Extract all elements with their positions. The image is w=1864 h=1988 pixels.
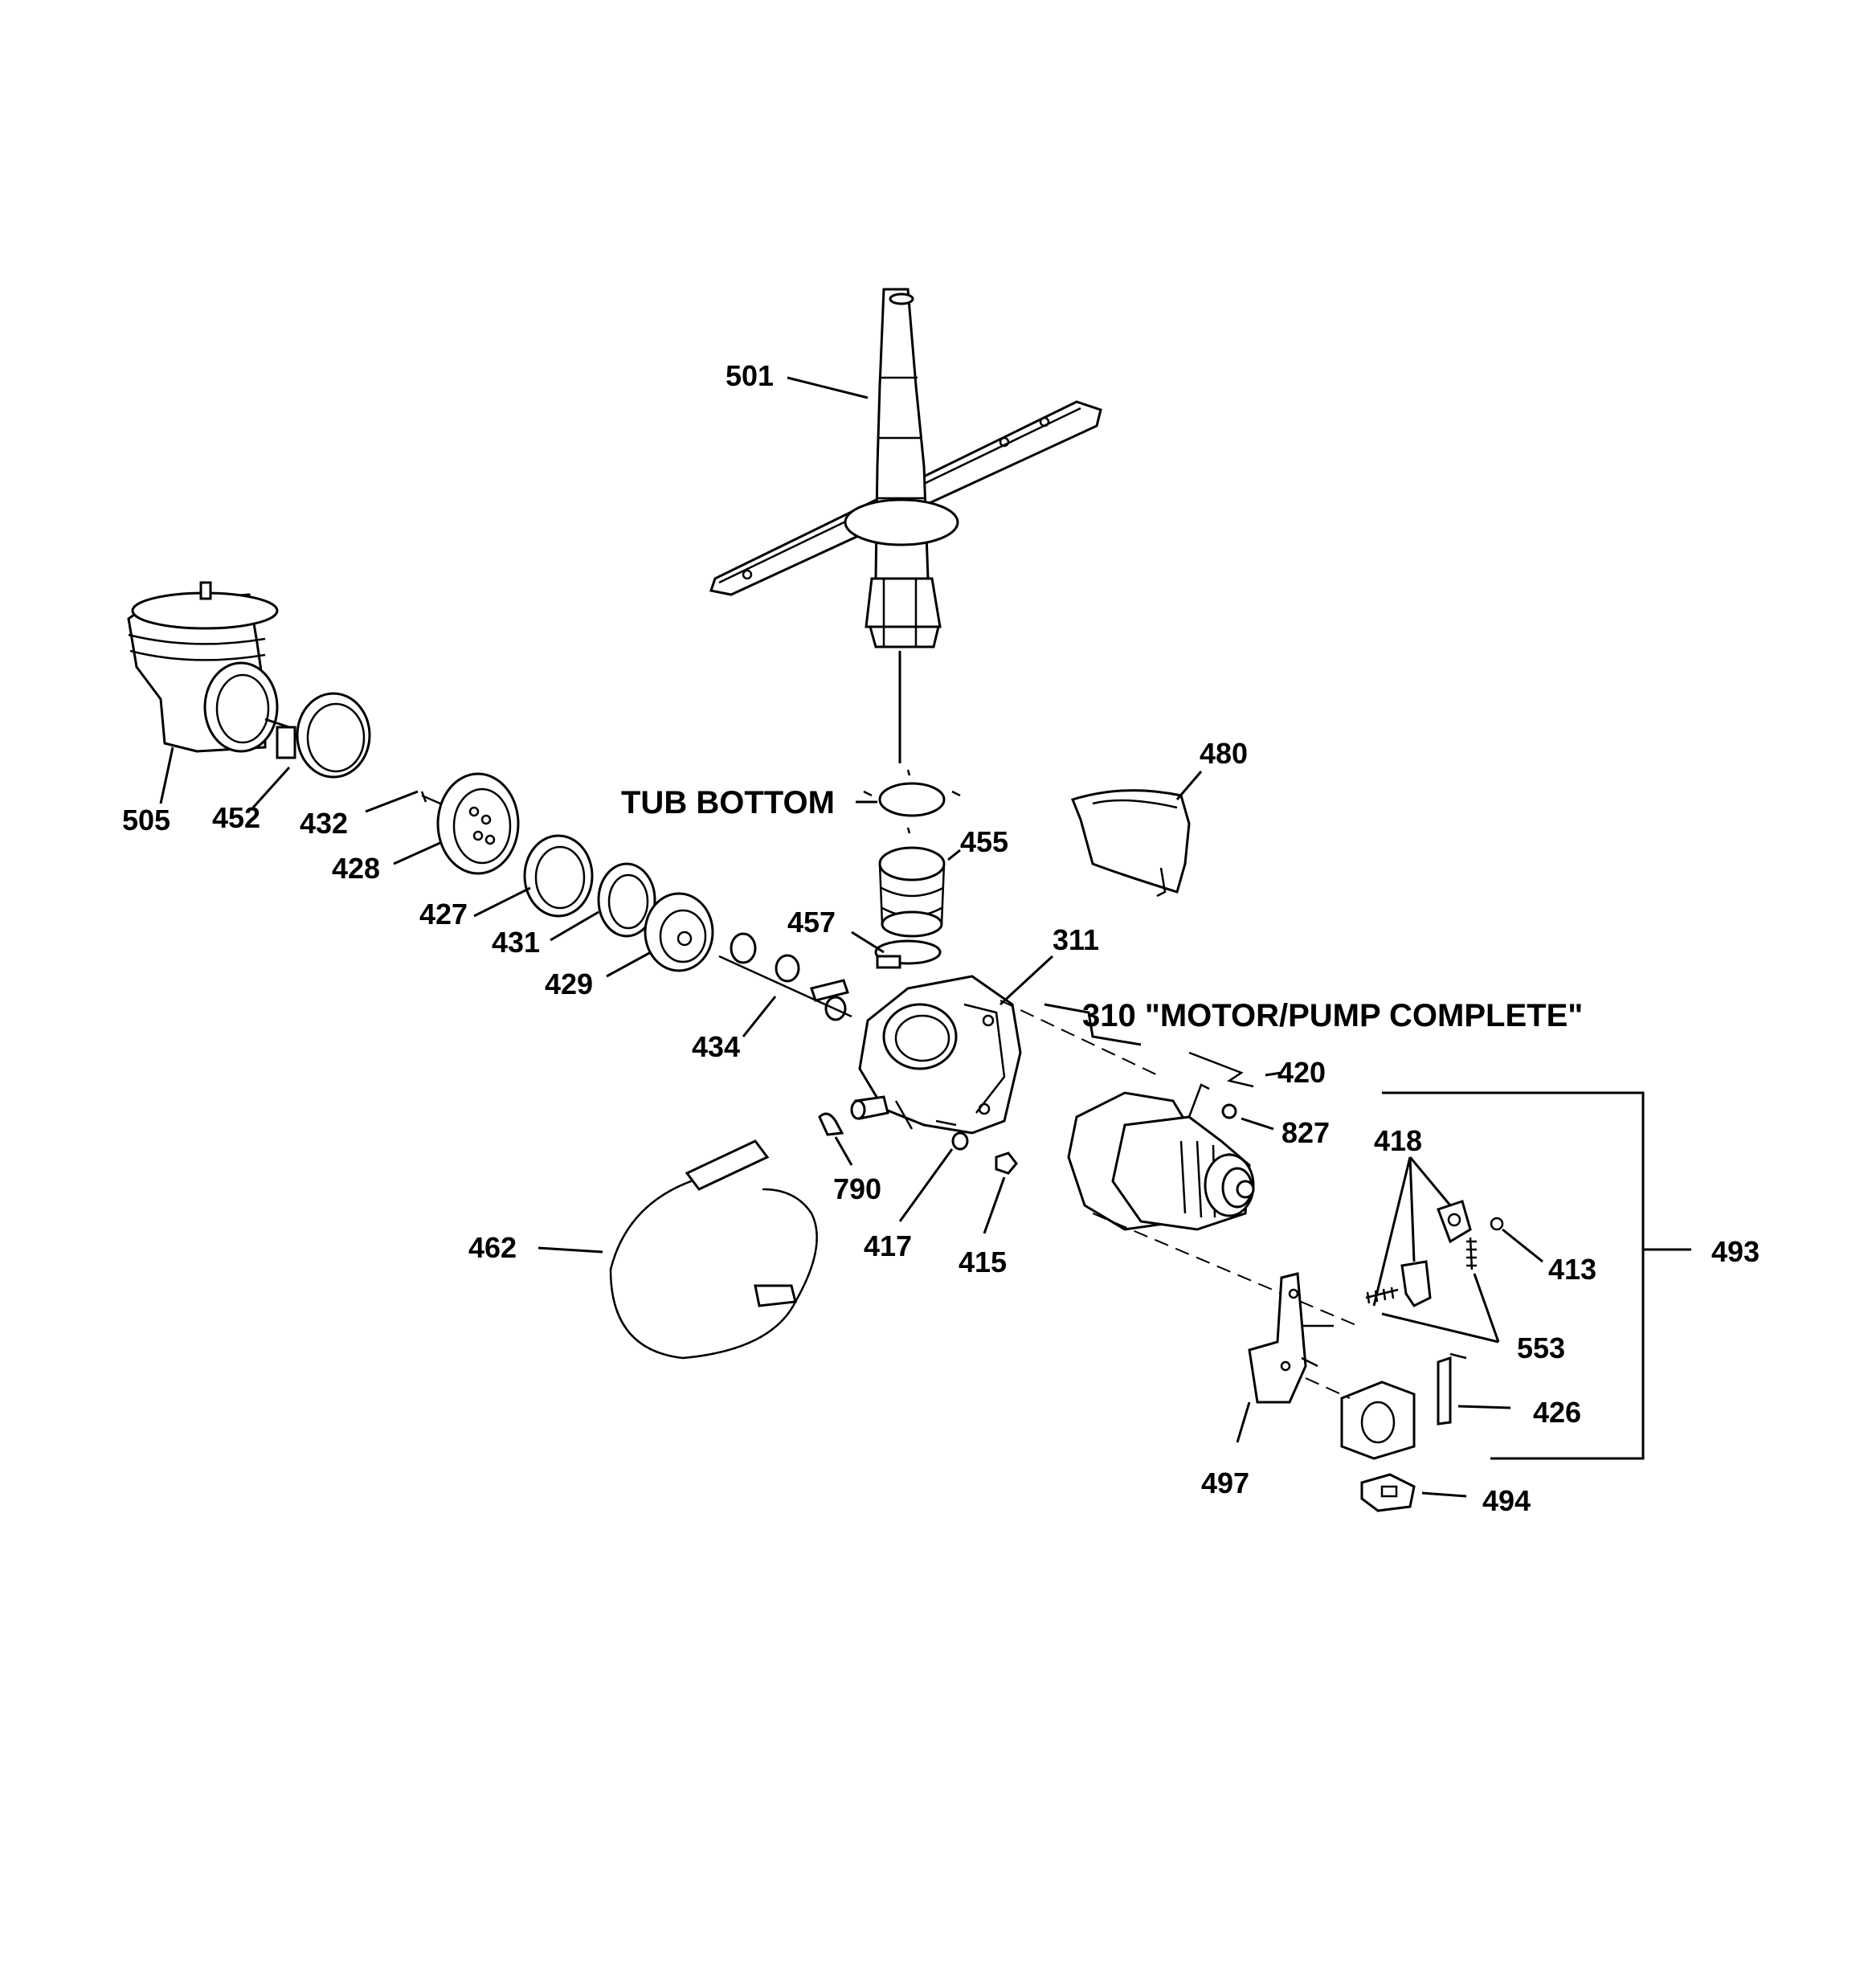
part-solenoid — [1340, 1381, 1416, 1460]
part-427-gasket — [523, 834, 594, 918]
part-429-impeller — [644, 892, 714, 972]
leader-line-415 — [983, 1176, 1006, 1234]
label-452: 452 — [212, 801, 260, 834]
tub-bottom-seal-ring — [863, 769, 961, 834]
label-431: 431 — [492, 926, 540, 959]
part-417-washer — [951, 1131, 969, 1151]
leader-line-418-c — [1408, 1156, 1452, 1206]
leader-line-427 — [473, 886, 531, 918]
label-417: 417 — [864, 1229, 912, 1262]
label-493: 493 — [1711, 1235, 1760, 1268]
label-480: 480 — [1200, 737, 1248, 770]
motor-outline-guide — [1044, 1003, 1142, 1046]
bracket-493 — [1382, 1091, 1645, 1460]
label-462: 462 — [468, 1231, 517, 1264]
leader-line-553-b — [1381, 1312, 1499, 1344]
leader-line-418-b — [1408, 1156, 1416, 1262]
part-827-screw — [1221, 1103, 1237, 1119]
part-432-hose-clamp — [276, 692, 371, 779]
part-415-nut — [995, 1151, 1018, 1175]
label-827: 827 — [1282, 1116, 1330, 1149]
part-434-hardware — [718, 932, 852, 1021]
leader-line-494 — [1421, 1491, 1467, 1498]
leader-line-432 — [365, 790, 419, 813]
part-455-bellows — [878, 846, 946, 938]
part-428-filter — [420, 772, 520, 875]
part-790-clip — [818, 1112, 844, 1136]
label-505: 505 — [122, 804, 170, 837]
part-462-hose — [609, 1139, 818, 1360]
label-426: 426 — [1533, 1396, 1581, 1429]
leader-line-418-a — [1372, 1156, 1412, 1307]
label-427: 427 — [419, 898, 468, 931]
label-432: 432 — [300, 807, 348, 840]
label-494: 494 — [1482, 1484, 1531, 1517]
part-501-spray-arm — [709, 288, 1102, 648]
label-434: 434 — [692, 1030, 740, 1063]
leader-line-429 — [606, 951, 652, 978]
part-426-pin — [1437, 1352, 1467, 1426]
part-418-lever-assembly — [1365, 1200, 1504, 1307]
leader-line-497 — [1236, 1401, 1251, 1443]
leader-line-505-to-452 — [264, 718, 290, 729]
leader-line-790 — [834, 1136, 853, 1166]
leader-line-413 — [1502, 1228, 1543, 1263]
part-310-motor — [1067, 1083, 1255, 1231]
label-420: 420 — [1277, 1056, 1326, 1089]
part-420-wire — [1188, 1051, 1254, 1088]
part-494-clip — [1360, 1473, 1416, 1512]
part-497-bracket — [1248, 1272, 1334, 1404]
leader-line-553-a — [1473, 1273, 1500, 1343]
leader-line-434 — [742, 996, 777, 1037]
part-431-ring — [597, 862, 656, 938]
caption-motor-pump-complete: 310 "MOTOR/PUMP COMPLETE" — [1082, 998, 1583, 1033]
leader-line-480 — [1175, 771, 1203, 800]
label-501: 501 — [726, 359, 774, 392]
label-790: 790 — [833, 1172, 881, 1205]
part-505-sump — [127, 581, 279, 753]
leader-line-501 — [787, 376, 869, 399]
leader-line-431 — [550, 910, 599, 942]
leader-line-462 — [538, 1246, 603, 1254]
leader-line-452 — [251, 766, 291, 809]
leader-line-420 — [1265, 1071, 1282, 1077]
label-497: 497 — [1201, 1466, 1249, 1499]
label-553: 553 — [1517, 1331, 1565, 1364]
caption-tub-bottom: TUB BOTTOM — [621, 785, 835, 820]
leader-line-827 — [1241, 1117, 1274, 1131]
label-413: 413 — [1548, 1253, 1596, 1286]
label-415: 415 — [959, 1246, 1007, 1278]
label-311: 311 — [1053, 923, 1099, 956]
axis-line-motor-to-bracket — [1092, 1213, 1359, 1327]
leader-line-311 — [999, 955, 1054, 1006]
axis-line-pump-to-motor — [999, 1000, 1162, 1078]
leader-line-428 — [393, 841, 443, 865]
leader-line-457 — [851, 931, 885, 954]
label-429: 429 — [545, 967, 593, 1000]
leader-line-505 — [159, 747, 174, 804]
leader-line-455 — [947, 849, 961, 861]
label-428: 428 — [332, 852, 380, 885]
label-455: 455 — [960, 825, 1008, 858]
label-418: 418 — [1374, 1124, 1422, 1157]
part-311-pump-housing — [850, 975, 1022, 1135]
part-480-shroud — [1071, 789, 1191, 898]
axis-line-bracket-to-solenoid — [1305, 1377, 1351, 1399]
leader-line-426 — [1457, 1405, 1511, 1409]
leader-line-417 — [898, 1148, 954, 1222]
label-457: 457 — [787, 906, 836, 939]
part-457-clamp — [874, 939, 942, 969]
